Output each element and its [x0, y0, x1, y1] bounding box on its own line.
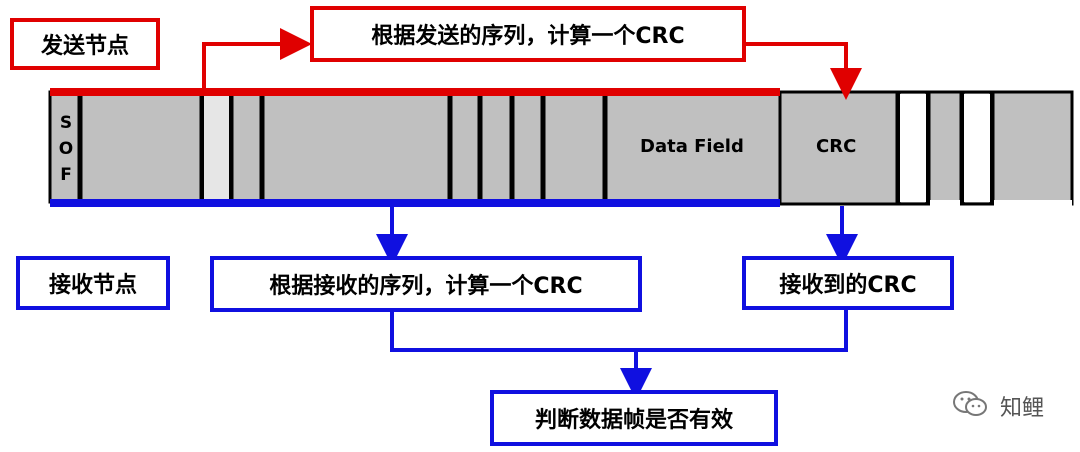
sof-letter: O	[58, 139, 74, 159]
receiver-crc-calc-box: 根据接收的序列，计算一个CRC	[210, 256, 642, 312]
receiver-path	[50, 199, 858, 400]
sender-crc-calc-label: 根据发送的序列，计算一个CRC	[371, 24, 685, 49]
receiver-node-box: 接收节点	[16, 256, 170, 310]
received-crc-box: 接收到的CRC	[742, 256, 954, 310]
received-crc-label: 接收到的CRC	[779, 273, 917, 298]
wechat-icon	[953, 391, 987, 416]
sender-crc-calc-box: 根据发送的序列，计算一个CRC	[310, 6, 746, 62]
data-field-label: Data Field	[640, 136, 744, 157]
sof-letter: F	[60, 165, 72, 185]
sender-node-box: 发送节点	[10, 18, 160, 70]
sender-node-label: 发送节点	[40, 34, 129, 59]
watermark-text: 知鲤	[1000, 396, 1045, 421]
sender-path	[50, 28, 862, 100]
sof-field: S O F	[55, 110, 77, 188]
judge-frame-box: 判断数据帧是否有效	[490, 390, 778, 446]
judge-frame-label: 判断数据帧是否有效	[534, 408, 733, 433]
receiver-node-label: 接收节点	[48, 273, 137, 298]
can-frame	[48, 90, 1074, 206]
crc-field-label: CRC	[816, 136, 857, 157]
sof-letter: S	[59, 113, 73, 133]
receiver-crc-calc-label: 根据接收的序列，计算一个CRC	[269, 274, 583, 299]
